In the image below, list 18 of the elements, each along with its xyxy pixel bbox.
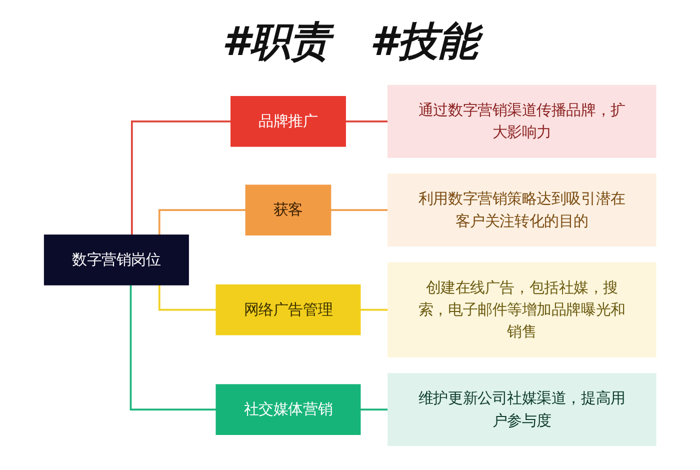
connector	[158, 208, 246, 235]
node-box: 网络广告管理	[216, 284, 361, 335]
heading: #职责 #技能	[0, 14, 700, 69]
connector	[130, 120, 231, 235]
connector	[359, 408, 388, 410]
node-box: 数字营销岗位	[44, 234, 189, 285]
connector	[130, 284, 216, 410]
connector	[158, 284, 216, 310]
connector	[330, 208, 388, 210]
node-box: 社交媒体营销	[216, 384, 361, 434]
connector	[359, 308, 388, 310]
node-box: 维护更新公司社媒渠道，提高用户参与度	[387, 372, 656, 446]
connector	[344, 120, 388, 122]
node-box: 通过数字营销渠道传播品牌，扩大影响力	[387, 84, 656, 158]
node-box: 利用数字营销策略达到吸引潜在客户关注转化的目的	[387, 173, 656, 246]
node-box: 品牌推广	[230, 96, 346, 146]
node-box: 获客	[245, 184, 332, 235]
node-box: 创建在线广告，包括社媒，搜索，电子邮件等增加品牌曝光和销售	[387, 262, 656, 357]
